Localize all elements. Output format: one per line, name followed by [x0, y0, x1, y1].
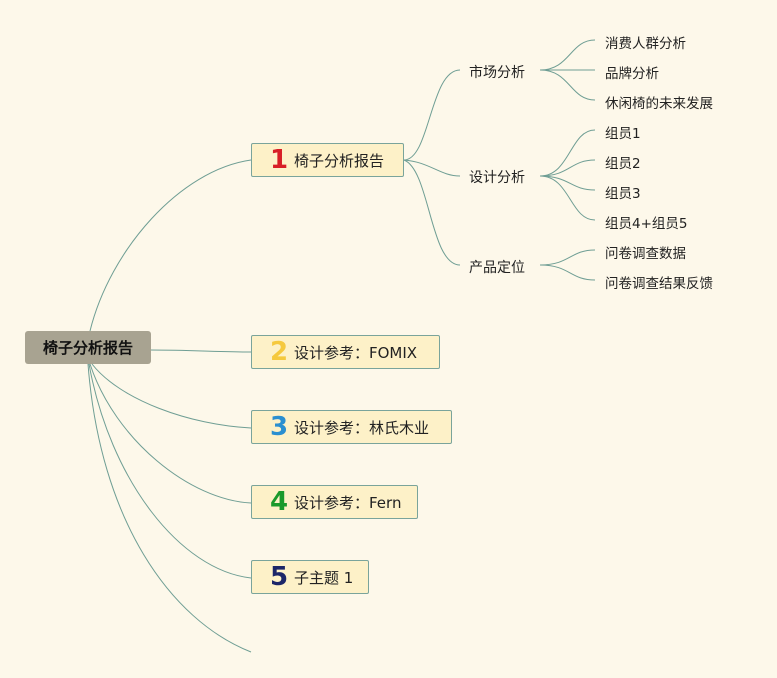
topic-1-label: 椅子分析报告 [294, 151, 385, 170]
connector-sub1-leaf1 [539, 39, 596, 71]
connector-sub2-leaf2 [539, 159, 596, 177]
connector-sub2-leaf4 [539, 175, 596, 221]
topic-2-label: 设计参考：FOMIX [294, 343, 418, 362]
connector-sub1-leaf3 [539, 69, 596, 101]
number-badge-3: 3 [270, 412, 289, 442]
connector-root-extra [87, 363, 252, 653]
leaf-item[interactable]: 问卷调查结果反馈 [605, 276, 713, 292]
subtopic-market-analysis[interactable]: 市场分析 [469, 65, 525, 81]
leaf-item[interactable]: 问卷调查数据 [605, 246, 686, 262]
leaf-item[interactable]: 品牌分析 [605, 66, 659, 82]
topic-5[interactable]: 5 子主题 1 [251, 560, 369, 594]
leaf-item[interactable]: 组员4+组员5 [605, 216, 688, 232]
leaf-item[interactable]: 消费人群分析 [605, 36, 686, 52]
root-topic[interactable]: 椅子分析报告 [25, 331, 151, 364]
topic-2[interactable]: 2 设计参考：FOMIX [251, 335, 440, 369]
subtopic-design-analysis[interactable]: 设计分析 [469, 170, 525, 186]
leaf-item[interactable]: 组员2 [605, 156, 641, 172]
leaf-item[interactable]: 组员1 [605, 126, 641, 142]
number-badge-1: 1 [270, 145, 289, 175]
connector-sub3-leaf1 [539, 249, 596, 266]
root-topic-label: 椅子分析报告 [42, 339, 133, 357]
connector-root-topic-4 [89, 363, 252, 504]
connector-sub3-leaf2 [539, 264, 596, 281]
connector-topic1-sub3 [403, 159, 461, 266]
topic-1[interactable]: 1 椅子分析报告 [251, 143, 404, 177]
connector-topic1-sub1 [403, 69, 461, 161]
leaf-item[interactable]: 休闲椅的未来发展 [605, 96, 713, 112]
topic-3[interactable]: 3 设计参考：林氏木业 [251, 410, 452, 444]
connector-root-topic-3 [91, 363, 252, 429]
connector-root-topic-2 [149, 349, 252, 353]
topic-3-label: 设计参考：林氏木业 [294, 418, 430, 437]
connector-topic1-sub2 [403, 159, 461, 177]
connector-root-topic-5 [88, 363, 252, 579]
subtopic-product-positioning[interactable]: 产品定位 [469, 260, 525, 276]
leaf-item[interactable]: 组员3 [605, 186, 641, 202]
topic-5-label: 子主题 1 [294, 568, 354, 587]
topic-4[interactable]: 4 设计参考：Fern [251, 485, 418, 519]
connector-root-topic-1 [89, 159, 252, 332]
connector-sub2-leaf3 [539, 175, 596, 191]
number-badge-5: 5 [270, 562, 289, 592]
number-badge-4: 4 [270, 487, 289, 517]
connector-sub2-leaf1 [539, 129, 596, 177]
number-badge-2: 2 [270, 337, 289, 367]
topic-4-label: 设计参考：Fern [294, 493, 402, 512]
